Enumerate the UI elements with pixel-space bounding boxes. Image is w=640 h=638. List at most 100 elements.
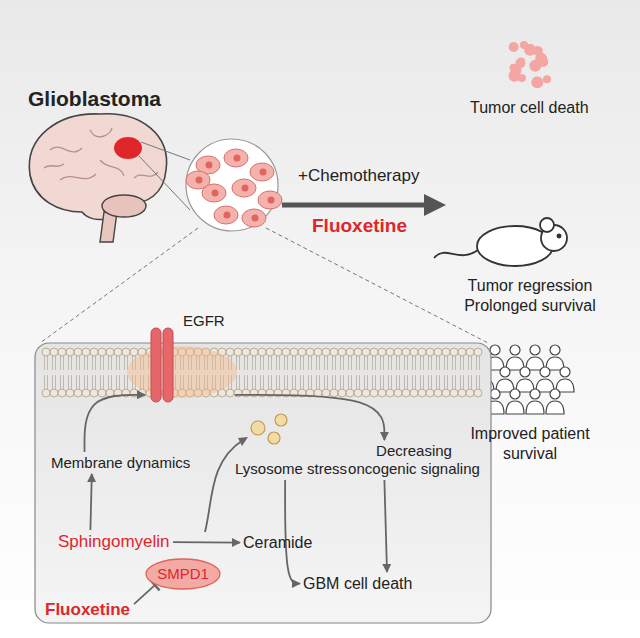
mouse-ear <box>540 218 554 232</box>
lipid-tail <box>476 356 477 370</box>
receptor-chain <box>151 328 161 402</box>
lipid-tail <box>84 356 85 370</box>
lipid-head <box>130 389 138 397</box>
lipid-tail <box>108 375 109 389</box>
lipid-tail <box>399 375 400 389</box>
lipid-tail <box>247 356 248 370</box>
lipid-tail <box>263 356 264 370</box>
lipid-tail <box>324 375 325 389</box>
lipid-tail <box>444 375 445 389</box>
lipid-head <box>346 348 354 356</box>
lipid-head <box>338 348 346 356</box>
lipid-tail <box>399 356 400 370</box>
lipid-head <box>458 389 466 397</box>
lipid-head <box>298 348 306 356</box>
dying-cell-fragment <box>517 58 525 66</box>
lipid-tail <box>116 356 117 370</box>
lipid-head <box>98 348 106 356</box>
lipid-tail <box>396 375 397 389</box>
label-text: Glioblastoma <box>28 87 161 110</box>
lipid-text: Ceramide <box>240 531 316 554</box>
lipid-head <box>362 389 370 397</box>
lipid-tail <box>351 356 352 370</box>
tumor-cell <box>258 191 282 209</box>
lipid-tail <box>111 356 112 370</box>
lipid-tail <box>364 375 365 389</box>
zoom-line <box>139 156 190 210</box>
lipid-tail <box>335 375 336 389</box>
lipid-tail <box>55 375 56 389</box>
lipid-tail <box>351 375 352 389</box>
person-icon <box>516 367 534 392</box>
lipid-tail <box>295 356 296 370</box>
treatment-arrowhead <box>424 194 446 216</box>
lipid-head <box>410 348 418 356</box>
lipid-tail <box>367 356 368 370</box>
lipid-tail <box>396 356 397 370</box>
person-head <box>550 345 560 355</box>
lipid-head <box>410 389 418 397</box>
person-icon <box>546 389 564 414</box>
lipid-tail <box>292 375 293 389</box>
receptor-node: EGFR <box>145 312 235 404</box>
lipid-tail <box>268 375 269 389</box>
lipid-tail <box>359 356 360 370</box>
lipid-head <box>226 389 234 397</box>
process-text: Decreasing oncogenic signaling <box>340 440 488 480</box>
lipid-tail <box>471 356 472 370</box>
person-body <box>546 401 564 414</box>
lipid-head <box>346 389 354 397</box>
cell-body <box>214 206 238 224</box>
lipid-tail <box>311 375 312 389</box>
lipid-tail <box>68 356 69 370</box>
enzyme-ellipse: SMPD1 <box>145 558 221 590</box>
connector <box>235 395 384 440</box>
lipid-head <box>266 389 274 397</box>
lipid-head <box>242 348 250 356</box>
lipid-tail <box>463 356 464 370</box>
lipid-tail <box>452 356 453 370</box>
lipid-tail <box>271 375 272 389</box>
lipid-tail <box>52 356 53 370</box>
lipid-tail <box>460 356 461 370</box>
lipid-head <box>42 348 50 356</box>
dying-cell-fragment <box>531 76 543 88</box>
tumor-cell <box>214 206 238 224</box>
lipid-head <box>66 348 74 356</box>
lipid-head <box>258 348 266 356</box>
node-text: SMPD1 <box>157 565 209 583</box>
lipid-tail <box>100 356 101 370</box>
lipid-head <box>370 389 378 397</box>
cell-nucleus <box>206 162 213 169</box>
zoom-dashed-line <box>40 228 198 343</box>
lipid-head <box>274 348 282 356</box>
title-label: Glioblastoma <box>28 86 161 112</box>
lipid-head <box>258 389 266 397</box>
lipid-tail <box>391 375 392 389</box>
node-text: Sphingomyelin <box>58 532 170 552</box>
lipid-tail <box>439 375 440 389</box>
node-text: Lysosome stress <box>235 460 347 478</box>
lipid-tail <box>119 356 120 370</box>
person-icon <box>546 345 564 370</box>
lipid-tail <box>95 356 96 370</box>
lipid-tail <box>412 375 413 389</box>
dying-cell-fragment <box>538 57 548 67</box>
lipid-tail <box>279 356 280 370</box>
lipid-tail <box>52 375 53 389</box>
lipid-tail <box>116 375 117 389</box>
lysosome-arrow <box>205 440 243 532</box>
lipid-tail <box>44 375 45 389</box>
dying-cell-fragment <box>543 75 551 83</box>
cell-nucleus <box>242 185 249 192</box>
lipid-tail <box>124 356 125 370</box>
brain <box>29 114 166 242</box>
lipid-head <box>418 389 426 397</box>
lipid-head <box>250 389 258 397</box>
lipid-head <box>322 389 330 397</box>
membrane-bilayer <box>42 348 482 397</box>
lipid-tail <box>479 375 480 389</box>
outcome-label: Improved patient survival <box>450 424 610 463</box>
